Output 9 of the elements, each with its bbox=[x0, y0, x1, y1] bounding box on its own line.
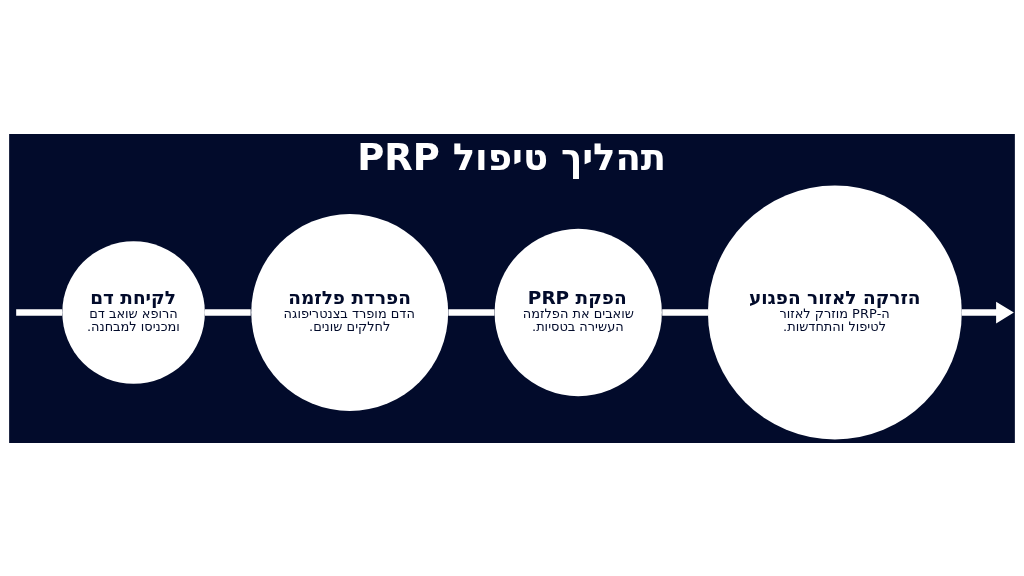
node-circle: לקיחת דם הרופא שואב דם ומכניסו למבחנה. bbox=[62, 240, 205, 384]
node-circle: הזרקה לאזור הפגוע ה-PRP מוזרק לאזור לטיפול והתחדשות. bbox=[707, 185, 962, 439]
connector bbox=[204, 308, 251, 316]
arrow bbox=[961, 301, 1014, 323]
node-circle: הפרדת פלזמה הדם מופרד בצנטריפוגה לחלקים שונים. bbox=[251, 213, 449, 411]
connector bbox=[662, 308, 708, 316]
connector bbox=[448, 308, 495, 316]
node-circle: הפקת PRP שואבים את הפלזמה העשירה בטסיות. bbox=[494, 228, 662, 396]
diagram-title: תהליך טיפול PRP bbox=[357, 135, 667, 179]
